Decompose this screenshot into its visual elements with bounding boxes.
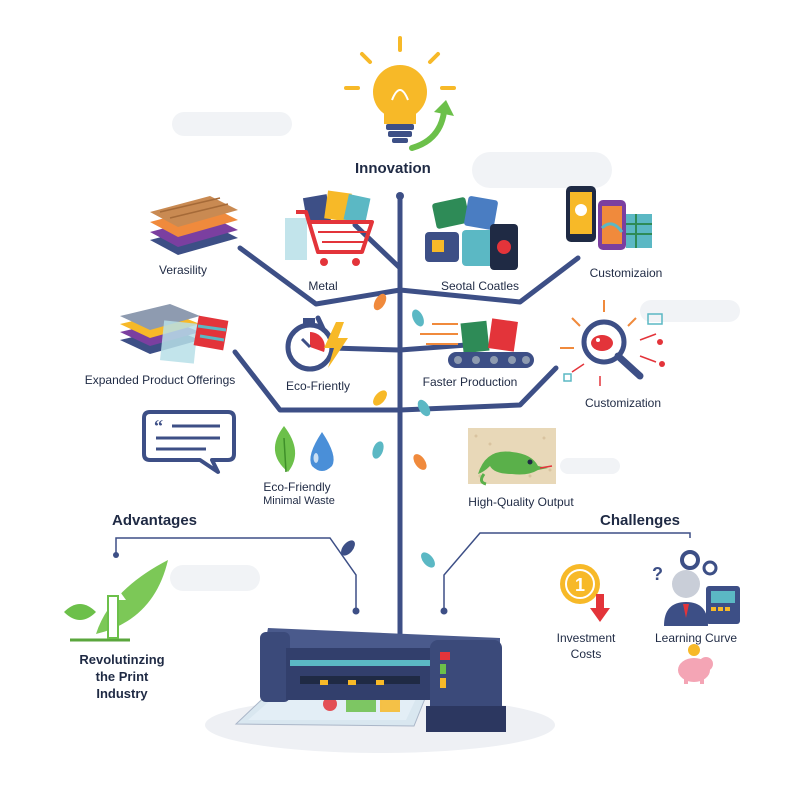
leaf-droplet-icon [274,426,334,473]
advantages-heading: Advantages [112,512,198,529]
svg-text:“: “ [154,416,163,436]
growth-arrow-icon [64,560,168,642]
advantage-item-line3: Industry [96,686,148,701]
leader-dots [113,552,448,615]
label-special-coatings: Seotal Coatles [440,279,520,293]
trunk-top [396,192,404,200]
tree-branches [232,195,581,643]
challenge-investment-line2: Costs [570,647,602,661]
stopwatch-icon [285,318,348,372]
learner-icon: ? [652,550,740,684]
svg-text:1: 1 [575,575,585,595]
lightbulb-icon [344,36,456,151]
label-metal: Metal [308,279,338,293]
label-faster-production: Faster Production [422,375,518,389]
coated-cards-icon [425,196,518,270]
tree-leaves [341,293,435,568]
advantage-item-line1: Revolutinzing [79,652,165,667]
magnifier-icon [560,300,665,386]
label-eco-clock: Eco-Friently [285,379,350,393]
leader-lines [115,532,691,610]
advantage-item-line2: the Print [95,669,149,684]
coin-icon: 1 [560,564,610,622]
label-versatility: Verasility [158,263,208,277]
material-stack-icon [120,304,229,364]
svg-text:?: ? [652,564,663,584]
challenges-heading: Challenges [600,512,681,529]
printer-icon [234,628,506,732]
phone-cases-icon [566,186,652,250]
challenge-learning-curve: Learning Curve [654,631,738,645]
label-expanded-offerings: Expanded Product Offerings [84,373,236,387]
wood-layers-icon [150,196,238,255]
label-customization-top: Customizaion [589,266,663,280]
shopping-cart-icon [285,190,374,266]
innovation-title: Innovation [355,160,431,177]
label-eco-friendly: Eco-Friendly [263,480,331,494]
chameleon-print-icon [468,428,556,486]
conveyor-icon [420,318,534,368]
speech-bubble-icon: “ [142,410,236,474]
label-minimal-waste: Minimal Waste [263,495,335,507]
label-high-quality: High-Quality Output [468,495,574,509]
label-customization-mid: Customization [584,396,662,410]
background-blobs [170,112,740,591]
challenge-investment-line1: Investment [556,631,616,645]
